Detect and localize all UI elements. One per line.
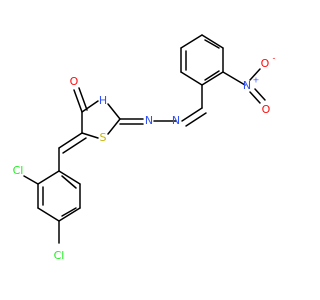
bond-c4-o-2 (78, 87, 88, 111)
molecule-structure: O H S N N N + O - O Cl Cl (13, 34, 276, 263)
bond-ring-n-nitro (222, 71, 246, 86)
bonds (23, 34, 266, 244)
bond-upper-ring-4 (201, 34, 224, 49)
bond-n-o-up (249, 68, 261, 81)
bond-n-o-down-2 (254, 88, 266, 101)
bond-n-c-1 (181, 107, 203, 122)
atom-o-nitro-up: O (261, 57, 270, 70)
bond-c5-cmethine-1 (58, 132, 83, 149)
bond-lower-ring-cl-ortho (23, 175, 39, 185)
bond-n-o-down-1 (249, 91, 261, 104)
bond-lower-ring-4 (58, 207, 81, 222)
bond-lower-ring-inner-3 (61, 175, 77, 189)
atom-o-nitro-down: O (262, 103, 271, 116)
bond-n-c-2 (185, 112, 207, 127)
atom-s-ring: S (100, 131, 107, 144)
bond-c2-s1 (107, 118, 121, 135)
bond-upper-ring-1 (180, 71, 203, 86)
bond-c4-o-1 (73, 89, 83, 113)
bond-c5-cmethine-2 (62, 137, 87, 154)
bond-upper-ring-6 (201, 71, 224, 86)
atom-o-carbonyl: O (70, 75, 79, 88)
bond-lower-ring-6 (58, 170, 81, 185)
atom-cl-ortho: Cl (13, 164, 24, 177)
bond-lower-ring-1 (37, 170, 60, 185)
bond-c4-n3 (81, 100, 99, 113)
bond-upper-ring-inner-2 (204, 39, 220, 49)
atom-n-hydrazone-1: N (145, 114, 153, 127)
atom-cl-para: Cl (54, 249, 65, 262)
bond-s1-c5 (81, 132, 99, 139)
atom-n-nitro-charge: + (253, 76, 260, 85)
bond-lower-ring-3 (37, 207, 60, 222)
atom-nh: H (99, 94, 107, 107)
atom-o-nitro-up-charge: - (273, 54, 276, 63)
bond-upper-ring-inner-3 (204, 70, 220, 81)
atom-labels: O H S N N N + O - O Cl Cl (13, 54, 276, 263)
bond-lower-ring-inner-2 (61, 207, 77, 217)
atom-n-nitro: N (243, 79, 251, 92)
atom-n-hydrazone-2: N (172, 114, 180, 127)
bond-n3-c2 (107, 103, 121, 120)
bond-upper-ring-3 (180, 34, 203, 49)
